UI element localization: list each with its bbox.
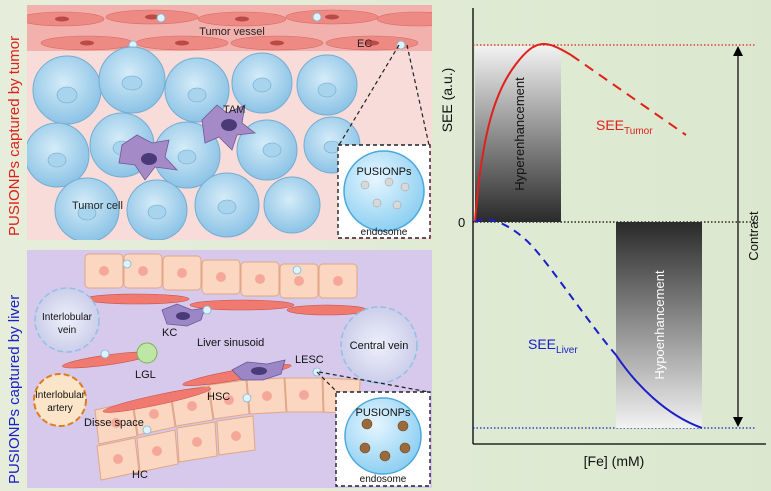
liver-series-label: SEELiver <box>528 336 578 356</box>
liver-curve-solid <box>615 354 703 429</box>
lgl-label: LGL <box>135 369 156 381</box>
lgl-cell <box>136 342 158 364</box>
tumor-cell-label: Tumor cell <box>72 200 123 212</box>
central-vein <box>340 306 418 384</box>
liver-sinusoid-label: Liver sinusoid <box>197 337 264 349</box>
hyperenhancement-label: Hyperenhancement <box>512 77 527 191</box>
contrast-label: Contrast <box>746 211 761 261</box>
hypoenhancement-label: Hypoenhancement <box>652 270 667 380</box>
liver-panel: Interlobular vein Central vein Interlobu… <box>27 250 432 488</box>
tumor-vessel-label: Tumor vessel <box>199 26 265 38</box>
interlobular-artery-line1: Interlobular <box>35 390 86 401</box>
interlobular-vein <box>34 287 100 353</box>
zero-label: 0 <box>458 215 465 230</box>
ec-label: EC <box>357 38 372 50</box>
interlobular-artery <box>33 373 87 427</box>
hyperenhancement-bar <box>475 46 561 222</box>
interlobular-artery-line2: artery <box>47 403 73 414</box>
kc-label: KC <box>162 327 177 339</box>
y-axis-label: SEE (a.u.) <box>439 68 455 133</box>
interlobular-vein-line1: Interlobular <box>42 312 93 323</box>
tumor-series-label: SEETumor <box>596 117 653 137</box>
hypoenhancement-bar <box>616 222 702 428</box>
liver-curve-dashed <box>474 218 617 356</box>
see-chart: Hyperenhancement Hypoenhancement Contras… <box>439 8 766 469</box>
tumor-curve-dashed <box>570 54 687 136</box>
liver-inset-caption: endosome <box>360 474 407 485</box>
tumor-inset-title: PUSIONPs <box>356 166 412 178</box>
tam-label: TAM <box>223 104 245 116</box>
lesc-label: LESC <box>295 354 324 366</box>
interlobular-vein-line2: vein <box>58 325 76 336</box>
tumor-panel: Tumor vessel EC TAM Tumor cell PUSIONPs … <box>27 5 432 240</box>
disse-space-label: Disse space <box>84 417 144 429</box>
hsc-label: HSC <box>207 391 230 403</box>
tumor-inset-caption: endosome <box>361 227 408 238</box>
central-vein-label: Central vein <box>350 340 409 352</box>
liver-inset-title: PUSIONPs <box>355 407 411 419</box>
liver-side-label: PUSIONPs captured by liver <box>6 294 23 484</box>
x-axis-label: [Fe] (mM) <box>584 453 645 469</box>
hc-label: HC <box>132 469 148 481</box>
tumor-curve-solid <box>474 43 572 223</box>
tumor-side-label: PUSIONPs captured by tumor <box>6 35 23 236</box>
